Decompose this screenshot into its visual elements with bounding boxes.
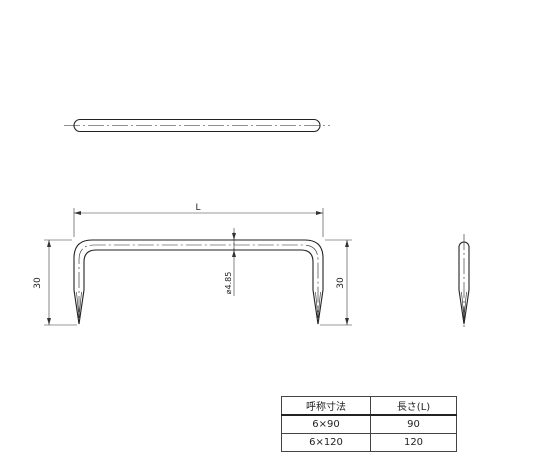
length-arrow-right [316, 211, 323, 215]
cell-nominal-size: 6×120 [281, 433, 371, 452]
cell-length: 90 [370, 414, 457, 434]
length-arrow-left [74, 211, 81, 215]
header-length: 長さ(L) [370, 396, 457, 416]
height-arrow-bottom-left [47, 318, 51, 325]
diameter-label: ⌀4.85 [224, 272, 233, 295]
height-arrow-bottom-right [345, 318, 349, 325]
table-row: 6×90 90 [281, 414, 457, 434]
height-arrow-top-right [345, 240, 349, 247]
right-point-ridge-2 [317, 291, 321, 319]
diameter-arrow-bottom [232, 250, 236, 257]
dimension-lines [44, 208, 352, 326]
left-point-ridge-2 [78, 291, 82, 319]
diameter-arrow-top [232, 233, 236, 240]
side-ridge-1 [461, 291, 465, 319]
right-point-ridge-1 [315, 291, 319, 319]
table-row: 6×120 120 [281, 433, 457, 452]
top-view-outline [73, 118, 321, 133]
length-label: L [195, 203, 200, 213]
height-label-right: 30 [336, 277, 346, 289]
right-leg-point [312, 289, 324, 325]
header-nominal-size: 呼称寸法 [281, 396, 371, 416]
side-view [458, 234, 470, 330]
front-view [73, 232, 324, 325]
height-label-left: 30 [33, 277, 43, 289]
left-point-ridge-1 [76, 291, 80, 319]
front-view-centerline [78, 244, 319, 312]
side-view-outline [458, 241, 470, 325]
left-leg-point [73, 289, 85, 325]
cell-length: 120 [370, 433, 457, 452]
cell-nominal-size: 6×90 [281, 414, 371, 434]
table-header-row: 呼称寸法 長さ(L) [281, 396, 457, 416]
size-specification-table: 呼称寸法 長さ(L) 6×90 90 6×120 120 [281, 396, 457, 452]
height-arrow-top-left [47, 240, 51, 247]
side-ridge-2 [463, 291, 467, 319]
top-view [64, 118, 330, 133]
staple-outer-contour [73, 239, 324, 290]
staple-inner-contour [83, 249, 314, 290]
